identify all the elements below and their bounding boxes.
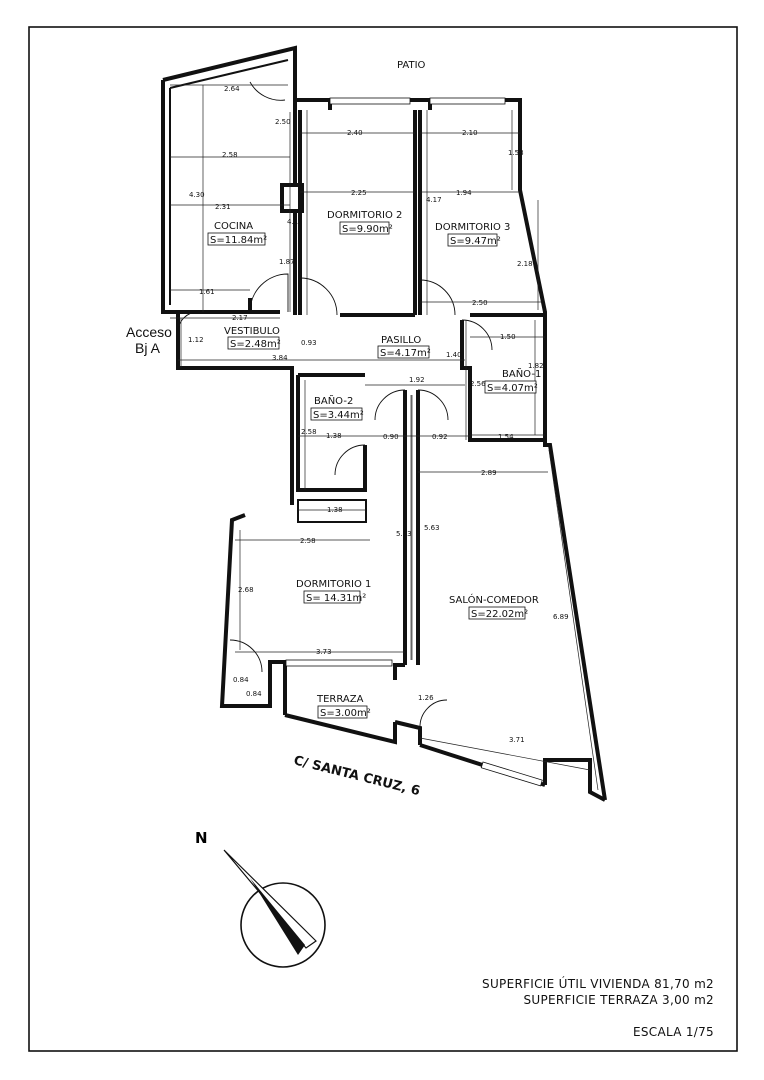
svg-text:1.54: 1.54 (498, 433, 514, 441)
svg-text:Acceso: Acceso (126, 324, 172, 340)
room-terraza: TERRAZA S=3.00m² (316, 694, 371, 719)
room-dormitorio-2: DORMITORIO 2 S=9.90m² (327, 210, 402, 235)
svg-text:DORMITORIO 1: DORMITORIO 1 (296, 579, 371, 590)
svg-text:2.68: 2.68 (238, 586, 254, 594)
dimension-lines (170, 84, 599, 791)
svg-text:0.84: 0.84 (233, 676, 249, 684)
svg-text:Bj A: Bj A (135, 340, 161, 356)
svg-text:2.58: 2.58 (222, 151, 238, 159)
svg-text:0.92: 0.92 (432, 433, 448, 441)
svg-text:1.61: 1.61 (199, 288, 215, 296)
svg-text:DORMITORIO 3: DORMITORIO 3 (435, 222, 510, 233)
north-label: N (195, 829, 208, 847)
svg-text:2.50: 2.50 (472, 299, 488, 307)
svg-text:S=11.84m²: S=11.84m² (210, 235, 267, 246)
svg-text:S=22.02m²: S=22.02m² (471, 609, 528, 620)
svg-text:S= 14.31m²: S= 14.31m² (306, 593, 366, 604)
svg-text:S=3.00m²: S=3.00m² (320, 708, 371, 719)
svg-text:COCINA: COCINA (214, 221, 253, 232)
svg-text:0.84: 0.84 (246, 690, 262, 698)
svg-text:BAÑO-1: BAÑO-1 (502, 367, 541, 380)
svg-text:1.58: 1.58 (508, 149, 524, 157)
room-dormitorio-1: DORMITORIO 1 S= 14.31m² (296, 579, 371, 604)
patio-label: PATIO (397, 60, 426, 71)
escala: ESCALA 1/75 (632, 1025, 714, 1039)
room-dormitorio-3: DORMITORIO 3 S=9.47m² (435, 222, 510, 247)
svg-text:2.18: 2.18 (517, 260, 533, 268)
room-bano-2: BAÑO-2 S=3.44m² (310, 394, 364, 421)
svg-text:3.73: 3.73 (316, 648, 332, 656)
svg-text:0.93: 0.93 (301, 339, 317, 347)
svg-text:4.17: 4.17 (426, 196, 442, 204)
doors (177, 81, 493, 729)
svg-text:4.30: 4.30 (189, 191, 205, 199)
svg-text:3.71: 3.71 (509, 736, 525, 744)
svg-text:5.73: 5.73 (396, 530, 412, 538)
svg-text:SALÓN-COMEDOR: SALÓN-COMEDOR (449, 593, 539, 606)
svg-text:VESTIBULO: VESTIBULO (224, 326, 280, 337)
room-cocina: COCINA S=11.84m² (207, 221, 267, 246)
exterior-walls (161, 45, 607, 802)
sup-terraza: SUPERFICIE TERRAZA 3,00 m2 (523, 993, 714, 1007)
svg-text:S=4.07m²: S=4.07m² (487, 383, 538, 394)
sup-util-vivienda: SUPERFICIE ÚTIL VIVIENDA 81,70 m2 (482, 977, 714, 991)
svg-text:1.40: 1.40 (446, 351, 462, 359)
svg-text:2.17: 2.17 (232, 314, 248, 322)
svg-text:1.50: 1.50 (500, 333, 516, 341)
svg-text:2.56: 2.56 (470, 380, 486, 388)
access-label: Acceso Bj A (126, 324, 172, 356)
svg-text:4.17: 4.17 (287, 218, 303, 226)
svg-text:PASILLO: PASILLO (381, 335, 421, 346)
svg-text:DORMITORIO 2: DORMITORIO 2 (327, 210, 402, 221)
svg-text:2.40: 2.40 (347, 129, 363, 137)
svg-text:TERRAZA: TERRAZA (316, 694, 364, 705)
room-bano-1: BAÑO-1 S=4.07m² (484, 367, 541, 394)
svg-text:1.26: 1.26 (418, 694, 434, 702)
svg-text:1.94: 1.94 (456, 189, 472, 197)
north-arrow: N (195, 829, 326, 968)
svg-text:1.38: 1.38 (326, 432, 342, 440)
room-pasillo: PASILLO S=4.17m² (377, 335, 431, 359)
svg-text:1.38: 1.38 (327, 506, 343, 514)
svg-text:2.50: 2.50 (275, 118, 291, 126)
svg-text:2.25: 2.25 (351, 189, 367, 197)
svg-text:S=9.90m²: S=9.90m² (342, 224, 393, 235)
sheet-frame (28, 26, 738, 1052)
svg-text:2.58: 2.58 (300, 537, 316, 545)
svg-text:S=3.44m²: S=3.44m² (313, 410, 364, 421)
svg-text:5.63: 5.63 (424, 524, 440, 532)
svg-text:S=4.17m²: S=4.17m² (380, 348, 431, 359)
svg-text:6.89: 6.89 (553, 613, 569, 621)
dimension-texts: 2.64 2.50 2.58 4.30 2.31 1.61 1.87 2.17 … (188, 85, 569, 744)
svg-text:2.31: 2.31 (215, 203, 231, 211)
svg-text:3.84: 3.84 (272, 354, 288, 362)
svg-text:2.64: 2.64 (224, 85, 240, 93)
svg-text:2.89: 2.89 (481, 469, 497, 477)
svg-text:2.58: 2.58 (301, 428, 317, 436)
street-label: C/ SANTA CRUZ, 6 (292, 753, 421, 799)
svg-text:2.10: 2.10 (462, 129, 478, 137)
svg-text:1.12: 1.12 (188, 336, 204, 344)
svg-text:1.92: 1.92 (409, 376, 425, 384)
windows (285, 97, 543, 787)
svg-text:1.87: 1.87 (279, 258, 295, 266)
room-salon-comedor: SALÓN-COMEDOR S=22.02m² (449, 593, 539, 620)
svg-text:0.90: 0.90 (383, 433, 399, 441)
svg-text:S=9.47m²: S=9.47m² (450, 236, 501, 247)
svg-text:1.82: 1.82 (528, 362, 544, 370)
svg-text:BAÑO-2: BAÑO-2 (314, 394, 353, 407)
room-vestibulo: VESTIBULO S=2.48m² (224, 326, 281, 350)
svg-text:S=2.48m²: S=2.48m² (230, 339, 281, 350)
